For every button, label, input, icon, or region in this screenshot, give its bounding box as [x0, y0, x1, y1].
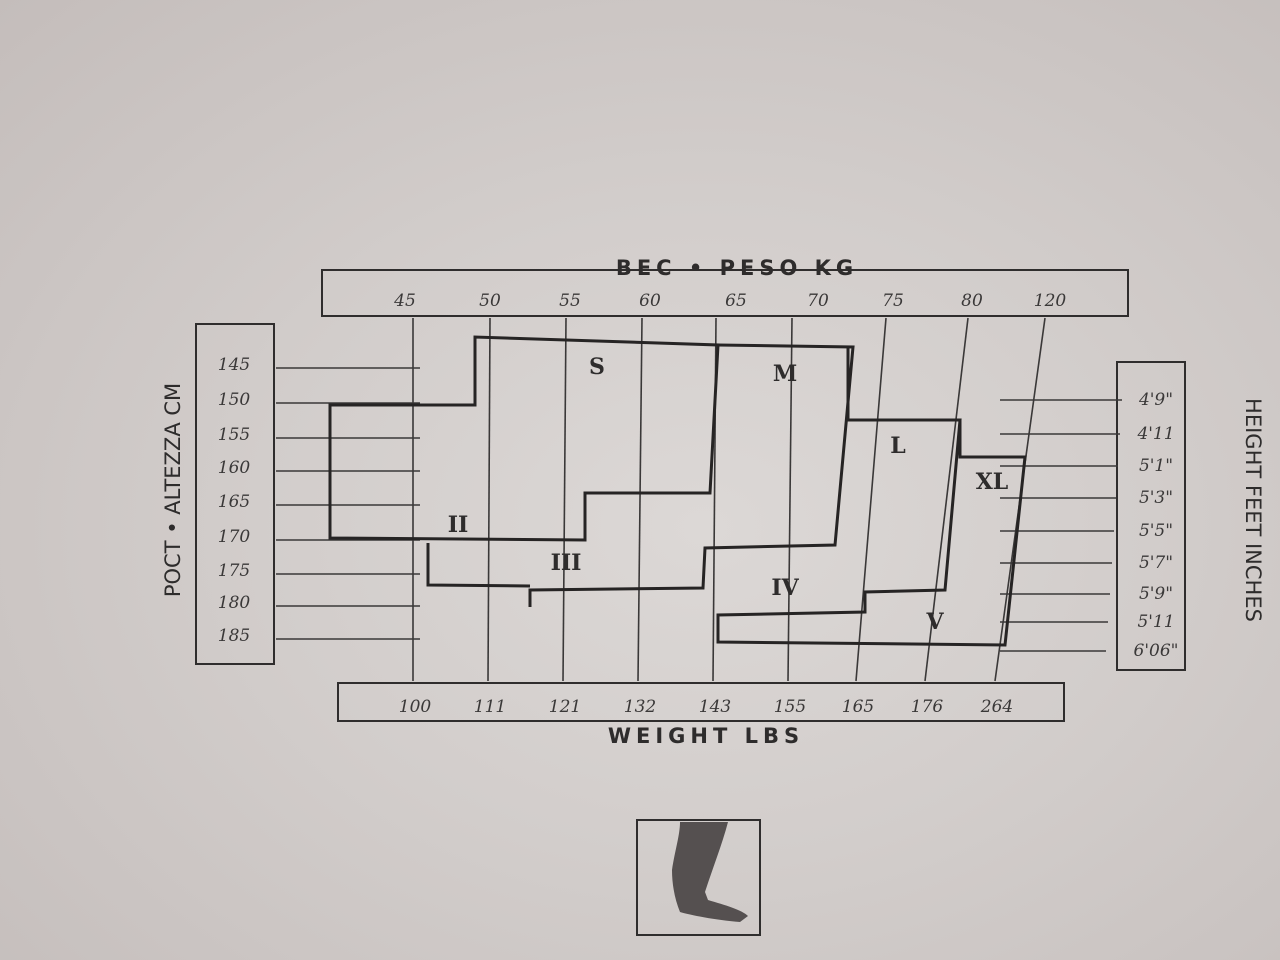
- kg-tick-label: 45: [393, 291, 416, 311]
- vertical-grid-line: [562, 317, 567, 682]
- lbs-tick-label: 155: [774, 697, 806, 717]
- cm-tick-label: 170: [218, 527, 251, 547]
- lbs-tick-label: 264: [980, 697, 1013, 717]
- cm-tick-label: 165: [218, 492, 250, 512]
- lbs-axis-title: WEIGHT LBS: [608, 724, 804, 748]
- cm-tick-label: 185: [218, 626, 250, 646]
- size-label-l: L: [890, 433, 905, 459]
- vertical-grid-line: [637, 317, 643, 682]
- lbs-tick-label: 121: [549, 697, 581, 717]
- inch-tick-label: 5'9": [1139, 584, 1173, 604]
- cm-axis-box: [195, 323, 275, 665]
- kg-tick-label: 65: [725, 291, 747, 311]
- size-label-s: S: [589, 354, 605, 380]
- cm-tick-label: 155: [218, 425, 250, 445]
- lbs-tick-label: 100: [399, 697, 432, 717]
- lbs-tick-label: 132: [624, 697, 656, 717]
- region-l: [716, 347, 1027, 647]
- vertical-grid-line: [787, 317, 793, 682]
- inch-tick-label: 6'06": [1134, 641, 1179, 661]
- lbs-tick-label: 176: [911, 697, 944, 717]
- region-m: [528, 343, 855, 607]
- kg-tick-label: 55: [559, 291, 581, 311]
- inch-tick-label: 4'9": [1138, 390, 1173, 410]
- inch-tick-label: 5'7": [1139, 553, 1173, 573]
- lbs-tick-label: 143: [699, 697, 731, 717]
- cm-axis-title: POCT • ALTEZZA CM: [161, 383, 185, 597]
- inch-tick-label: 5'11: [1137, 612, 1174, 632]
- inch-tick-label: 5'1": [1139, 456, 1173, 476]
- inch-tick-label: 5'3": [1139, 488, 1173, 508]
- size-label-m: M: [773, 361, 797, 387]
- kg-tick-label: 60: [639, 291, 661, 311]
- vertical-grid-line: [924, 317, 969, 682]
- kg-tick-label: 50: [479, 291, 501, 311]
- kg-tick-label: 120: [1034, 291, 1067, 311]
- kg-tick-label: 75: [882, 291, 904, 311]
- cm-tick-label: 160: [218, 458, 251, 478]
- size-label-xl: XL: [976, 469, 1009, 495]
- cm-tick-label: 145: [218, 355, 250, 375]
- region-iii: [426, 543, 531, 588]
- kg-axis-box: [321, 269, 1129, 317]
- kg-axis-title: BEC • PESO KG: [616, 256, 858, 280]
- vertical-grid-line: [855, 317, 887, 682]
- inch-tick-label: 5'5": [1139, 521, 1173, 541]
- region-s: [328, 335, 720, 542]
- cm-tick-label: 180: [218, 593, 251, 613]
- lbs-tick-label: 111: [474, 697, 506, 717]
- cm-tick-label: 150: [218, 390, 251, 410]
- kg-tick-label: 70: [807, 291, 829, 311]
- inch-axis-title: HEIGHT FEET INCHES: [1241, 398, 1265, 622]
- size-label-ii: II: [448, 512, 469, 538]
- vertical-grid-line: [487, 317, 491, 682]
- size-label-v: V: [925, 609, 944, 635]
- grid-lines: [276, 317, 1122, 682]
- kg-tick-label: 80: [961, 291, 983, 311]
- leg-icon: [636, 819, 761, 936]
- inch-tick-label: 4'11: [1136, 424, 1174, 444]
- lbs-axis-box: [337, 682, 1065, 722]
- size-label-iii: III: [551, 550, 582, 576]
- tick-labels: 45 50 55 60 65 70 75 80 120 100 111 121 132 143 155 165…: [218, 291, 1179, 717]
- inch-axis-box: [1116, 361, 1186, 671]
- cm-tick-label: 175: [218, 561, 250, 581]
- size-label-iv: IV: [771, 575, 799, 601]
- lbs-tick-label: 165: [842, 697, 874, 717]
